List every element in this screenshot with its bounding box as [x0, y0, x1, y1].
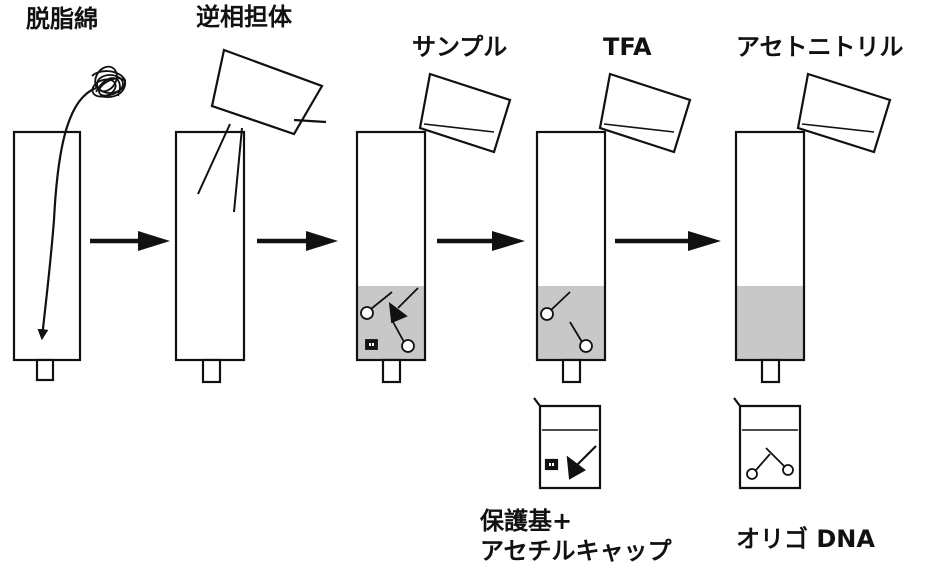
insert-path-arrow — [37, 86, 97, 341]
column-1 — [12, 130, 82, 382]
pouring-container-icon — [796, 72, 892, 154]
product-beaker-icon — [733, 397, 802, 490]
column-body — [12, 130, 82, 362]
pouring-container-icon — [210, 48, 327, 136]
column-outlet — [201, 358, 222, 384]
oligo-molecule-icon — [360, 287, 419, 353]
cotton-icon — [91, 65, 127, 98]
resin-stream — [197, 123, 243, 213]
step-1-label: 脱脂綿 — [26, 5, 98, 33]
flow-arrow-2 — [257, 231, 338, 251]
column-outlet — [561, 358, 582, 384]
flow-arrow-1 — [90, 231, 170, 251]
step-3-label: サンプル — [412, 33, 508, 61]
product-label: オリゴ DNA — [736, 525, 875, 553]
flow-arrow-3 — [437, 231, 525, 251]
column-5 — [734, 130, 806, 384]
oligo-molecule-icon — [540, 291, 593, 353]
pouring-container-icon — [598, 72, 692, 154]
waste-label-line2: アセチルキャップ — [480, 537, 672, 565]
column-outlet — [381, 358, 402, 384]
step-4-label: TFA — [603, 33, 652, 61]
step-2-label: 逆相担体 — [196, 3, 292, 31]
step-5-label: アセトニトリル — [736, 33, 904, 61]
flow-arrow-4 — [615, 231, 721, 251]
pouring-container-icon — [418, 72, 512, 154]
column-outlet — [35, 358, 55, 382]
column-outlet — [760, 358, 781, 384]
waste-beaker-icon — [533, 397, 602, 490]
column-4 — [535, 130, 607, 384]
column-liquid — [736, 286, 804, 360]
waste-label-line1: 保護基+ — [480, 507, 573, 535]
